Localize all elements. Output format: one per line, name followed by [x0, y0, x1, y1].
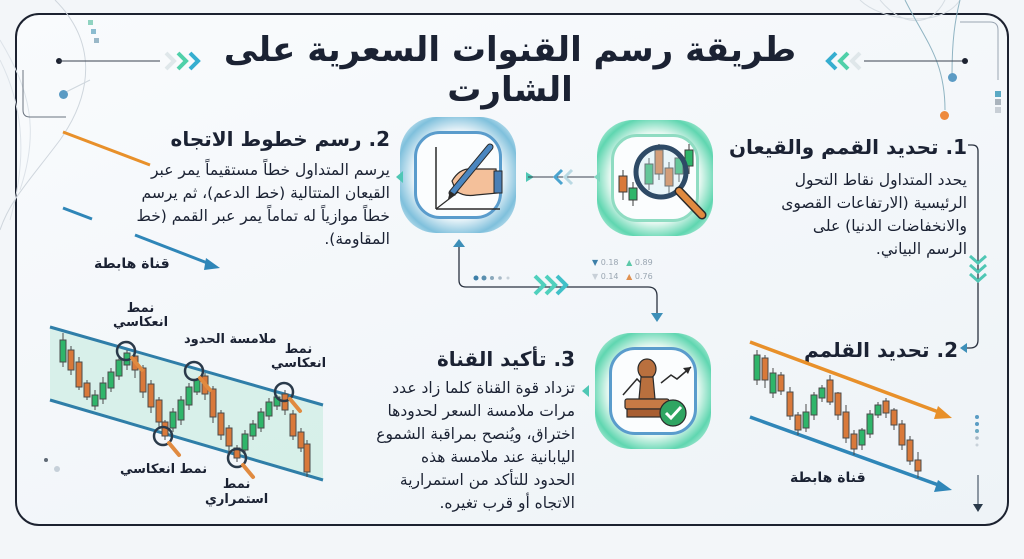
step3-heading: 3. تأكيد القناة [436, 347, 575, 371]
step3-icon-tile [595, 333, 711, 449]
step2-body: يرسم المتداول خطاً مستقيماً يمر عبر القي… [136, 161, 391, 248]
step2-icon-tile [400, 117, 516, 233]
step3-tile-left-pointer [582, 385, 589, 397]
magnifier-markers [115, 340, 302, 479]
decor-dot-blue [948, 73, 957, 82]
step1-body: يحدد المتداول نقاط التحول الرئيسية (الار… [781, 171, 967, 258]
magnifier-candlestick-icon [618, 144, 707, 220]
decor-square [94, 38, 99, 43]
decor-square [995, 107, 1001, 113]
step1-block: 1. تحديد القمم والقيعان يحدد المتداول نق… [715, 135, 967, 261]
decor-square [995, 99, 1001, 105]
right-channel-label: قناة هابطة [790, 470, 866, 486]
stat-row2: ▼ 0.14 ▲ 0.76 [592, 272, 653, 281]
step2-channel-label: قناة هابطة [94, 256, 170, 272]
annotation-reversal-bottom: نمط انعكاسي [120, 462, 208, 477]
annotation-continuation: نمط استمراري [205, 477, 269, 507]
annotation-reversal-top-left: نمط انعكاسي [113, 301, 169, 330]
step1-icon-tile [597, 120, 713, 236]
step2-block: 2. رسم خطوط الاتجاه يرسم المتداول خطاً م… [64, 127, 391, 251]
decor-dot-blue [59, 90, 68, 99]
stat-row1: ▼ 0.18 ▲ 0.89 [592, 258, 653, 267]
step1-heading: 1. تحديد القمم والقيعان [728, 135, 967, 159]
step3-block: 3. تأكيد القناة تزداد قوة القناة كلما زا… [345, 347, 575, 515]
step2-tile-left-pointer [396, 171, 403, 183]
step3-body: تزداد قوة القناة كلما زاد عدد مرات ملامس… [376, 379, 575, 512]
down-triangle-icon: ▼ [592, 272, 599, 281]
page-title: طريقة رسم القنوات السعرية على الشارت [223, 30, 797, 110]
decor-square [995, 91, 1001, 97]
decor-dot [44, 458, 48, 462]
up-triangle-icon: ▲ [626, 272, 633, 281]
hand-drawing-chart-icon [435, 143, 503, 210]
annotation-reversal-top-right: نمط انعكاسي [271, 342, 327, 371]
step2-heading: 2. رسم خطوط الاتجاه [170, 127, 390, 151]
annotation-boundary-touch: ملامسة الحدود [184, 332, 277, 347]
step2b-heading: 2. تحديد القلمم [804, 338, 958, 362]
decor-dot [54, 466, 60, 472]
down-triangle-icon: ▼ [592, 258, 599, 267]
decor-dot-orange [940, 111, 949, 120]
stamp-check-icon [622, 358, 692, 427]
title-line-left [56, 51, 968, 71]
decor-square [91, 29, 96, 34]
infographic-frame [15, 13, 1009, 526]
up-triangle-icon: ▲ [626, 258, 633, 267]
decor-square [88, 20, 93, 25]
